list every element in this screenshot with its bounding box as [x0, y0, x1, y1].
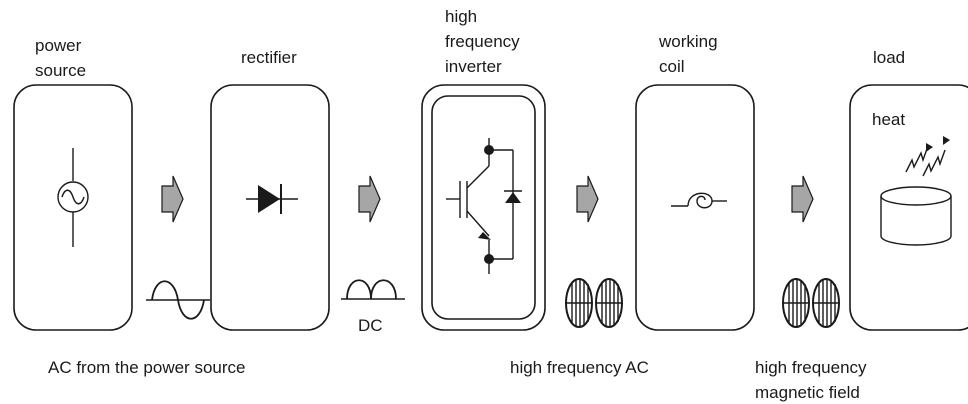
rectifier-label: rectifier [241, 48, 297, 67]
heat-label: heat [872, 110, 905, 129]
load-box [849, 84, 968, 331]
hf-ac-caption: high frequency AC [510, 358, 649, 377]
arrow-3-icon [576, 175, 599, 223]
diode-icon [246, 184, 298, 214]
working-coil-label-line1: working [658, 32, 718, 51]
heat-zigzag-icon [905, 136, 950, 177]
ac-source-caption: AC from the power source [48, 358, 245, 377]
inverter-label-line1: high [445, 7, 477, 26]
hf-field-caption-line2: magnetic field [755, 383, 860, 402]
arrow-4-icon [791, 175, 814, 223]
ac-waveform-icon [146, 280, 210, 320]
power-source-box [13, 84, 133, 331]
inverter-label-line3: inverter [445, 57, 502, 76]
arrow-1-icon [161, 175, 184, 223]
hf-field-caption-line1: high frequency [755, 358, 867, 377]
transistor-diode-icon [446, 138, 522, 274]
power-source-block [13, 84, 133, 331]
working-coil-block [635, 84, 755, 331]
dc-label: DC [358, 316, 383, 335]
power-source-label-line2: source [35, 61, 86, 80]
hf-field-wave-icon [782, 278, 840, 328]
hf-ac-wave-icon [565, 278, 623, 328]
arrow-2-icon [358, 175, 381, 223]
rectifier-block [210, 84, 330, 331]
load-block: heat [849, 84, 968, 331]
power-source-label-line1: power [35, 36, 82, 55]
working-coil-box [635, 84, 755, 331]
inverter-label-line2: frequency [445, 32, 520, 51]
working-coil-label-line2: coil [659, 57, 685, 76]
coil-icon [671, 192, 727, 209]
inverter-box-inner [431, 95, 536, 320]
load-label: load [873, 48, 905, 67]
dc-waveform-icon [341, 279, 405, 300]
rectifier-box [210, 84, 330, 331]
inverter-block [421, 84, 546, 331]
pot-icon [880, 186, 952, 246]
ac-source-icon [57, 148, 89, 247]
